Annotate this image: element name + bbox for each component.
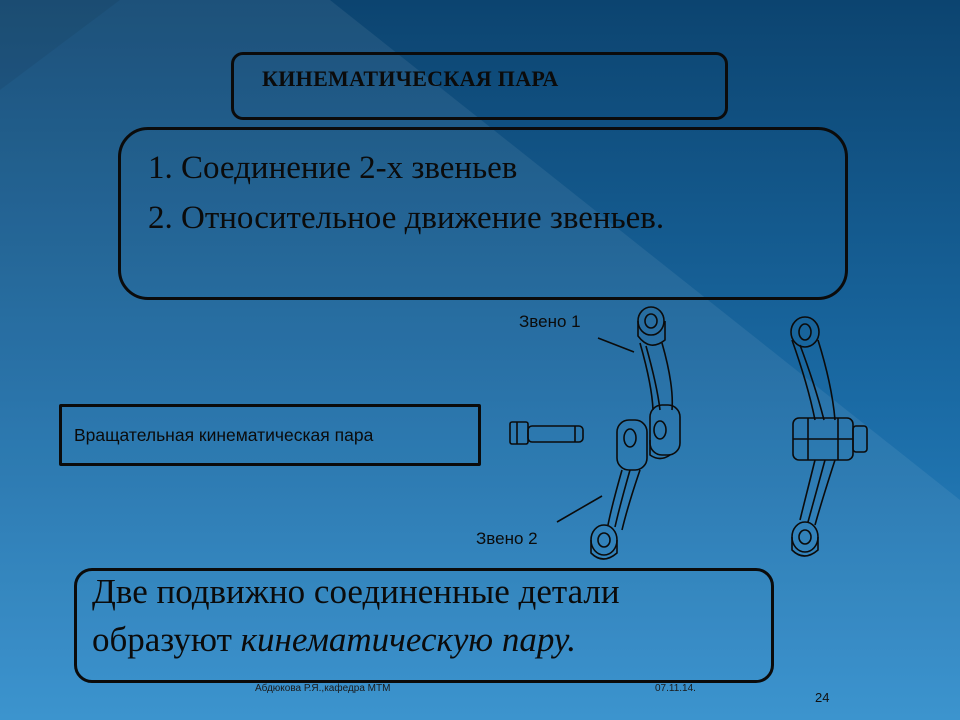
link-1-callout: Звено 1 bbox=[519, 312, 581, 331]
slide-title: КИНЕМАТИЧЕСКАЯ ПАРА bbox=[262, 66, 559, 91]
footer-date: 07.11.14. bbox=[655, 683, 696, 694]
summary-line-2-plain: образуют bbox=[92, 620, 241, 659]
footer-author: Абдюкова Р.Я.,кафедра МТМ bbox=[255, 683, 391, 694]
assembled-pair-drawing bbox=[790, 316, 868, 557]
summary-line-2: образуют кинематическую пару. bbox=[92, 620, 576, 660]
definition-line-1: 1. Соединение 2-х звеньев bbox=[148, 150, 518, 186]
pin-drawing bbox=[509, 421, 584, 445]
summary-box bbox=[74, 568, 774, 683]
link-2-callout: Звено 2 bbox=[476, 529, 538, 548]
definition-line-2: 2. Относительное движение звеньев. bbox=[148, 200, 665, 236]
link-1-drawing bbox=[637, 306, 681, 460]
definition-box bbox=[118, 127, 848, 300]
rotational-pair-box bbox=[59, 404, 481, 466]
summary-line-2-italic: кинематическую пару. bbox=[240, 620, 576, 659]
rotational-pair-label: Вращательная кинематическая пара bbox=[74, 425, 374, 445]
slide-number: 24 bbox=[815, 690, 830, 705]
summary-line-1: Две подвижно соединенные детали bbox=[92, 572, 620, 611]
link-2-drawing bbox=[590, 419, 648, 560]
title-box bbox=[231, 52, 728, 120]
